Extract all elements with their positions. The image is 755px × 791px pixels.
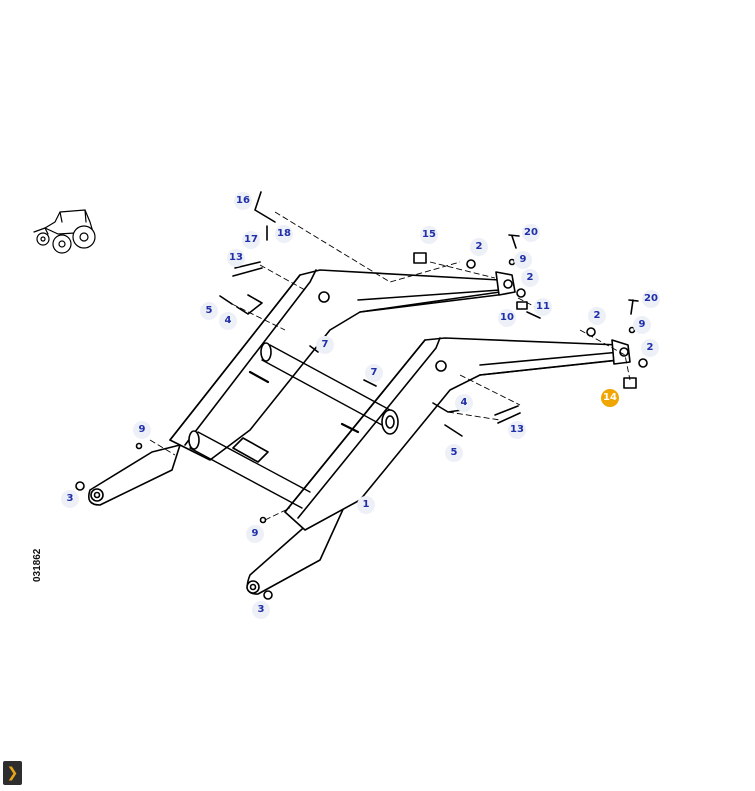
callout-11[interactable]: 11 — [534, 298, 552, 316]
callout-2[interactable]: 2 — [588, 307, 606, 325]
callout-13[interactable]: 13 — [508, 421, 526, 439]
callout-7[interactable]: 7 — [316, 336, 334, 354]
chevron-right-icon: ❯ — [6, 765, 19, 781]
callout-17[interactable]: 17 — [242, 231, 260, 249]
callout-5[interactable]: 5 — [200, 302, 218, 320]
callout-3[interactable]: 3 — [252, 601, 270, 619]
left-lower-arm — [87, 444, 181, 506]
callout-9[interactable]: 9 — [633, 316, 651, 334]
left-arm-beam — [169, 269, 501, 461]
cross-tube-upper — [261, 344, 391, 426]
callout-9[interactable]: 9 — [514, 251, 532, 269]
expand-panel-button[interactable]: ❯ — [3, 761, 22, 785]
callout-20[interactable]: 20 — [522, 224, 540, 242]
cross-tube-lower — [189, 431, 311, 509]
callout-2[interactable]: 2 — [521, 269, 539, 287]
callout-5[interactable]: 5 — [445, 444, 463, 462]
callout-2[interactable]: 2 — [641, 339, 659, 357]
callout-18[interactable]: 18 — [275, 225, 293, 243]
callout-16[interactable]: 16 — [234, 192, 252, 210]
callout-1[interactable]: 1 — [357, 496, 375, 514]
tractor-icon — [33, 209, 96, 254]
callout-9[interactable]: 9 — [133, 421, 151, 439]
right-arm-beam — [284, 337, 621, 531]
callout-10[interactable]: 10 — [498, 309, 516, 327]
callout-20[interactable]: 20 — [642, 290, 660, 308]
callout-4[interactable]: 4 — [455, 394, 473, 412]
callout-7[interactable]: 7 — [365, 364, 383, 382]
callout-4[interactable]: 4 — [219, 312, 237, 330]
callout-3[interactable]: 3 — [61, 490, 79, 508]
callout-2[interactable]: 2 — [470, 238, 488, 256]
callout-13[interactable]: 13 — [227, 249, 245, 267]
callout-9[interactable]: 9 — [246, 525, 264, 543]
pin-16 — [254, 191, 276, 223]
callout-15[interactable]: 15 — [420, 226, 438, 244]
drawing-code: 031862 — [32, 548, 43, 582]
callout-14[interactable]: 14 — [601, 389, 619, 407]
